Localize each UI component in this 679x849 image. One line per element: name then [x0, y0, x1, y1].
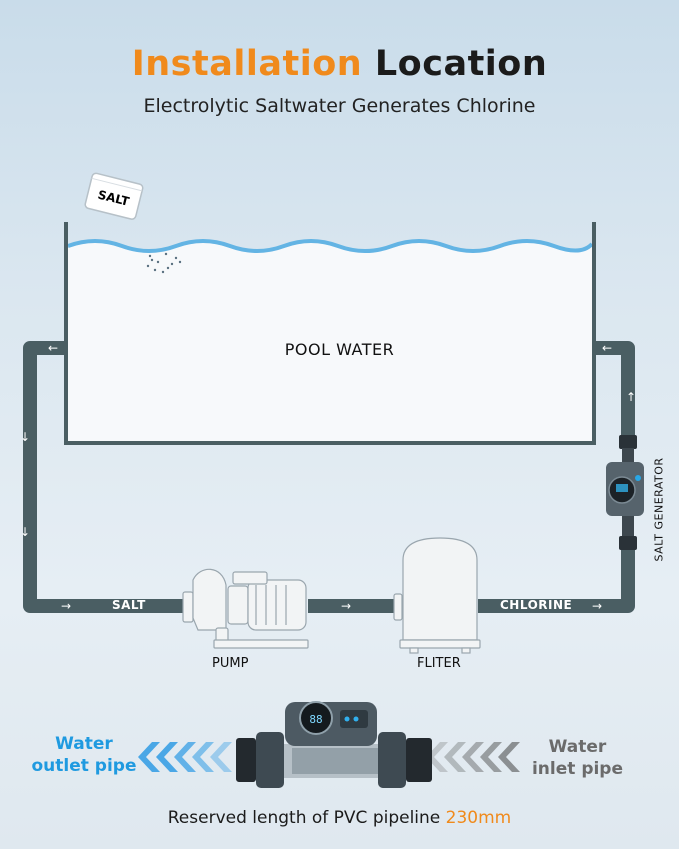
arrow-right-icon: →	[592, 599, 602, 613]
pipeline-length-text: Reserved length of PVC pipeline	[167, 808, 441, 828]
device-display: 88	[309, 713, 322, 726]
pipeline-length-note: Reserved length of PVC pipeline 230mm	[0, 808, 679, 828]
arrow-right-icon: →	[341, 599, 351, 613]
arrow-right-icon: →	[61, 599, 71, 613]
inlet-line-1: Water	[548, 737, 607, 757]
arrow-up-icon: ↑	[626, 390, 636, 404]
arrow-left-icon: ←	[602, 341, 612, 355]
pump-icon	[182, 568, 309, 649]
pipe-loop	[23, 341, 635, 613]
arrow-left-icon: ←	[48, 341, 58, 355]
filter-icon	[393, 537, 481, 654]
chlorine-pipe-label: CHLORINE	[500, 598, 573, 612]
pool-water	[68, 243, 592, 441]
inlet-line-2: inlet pipe	[531, 759, 624, 779]
inlet-chevrons	[426, 742, 520, 772]
pool-water-label: POOL WATER	[284, 340, 395, 359]
arrow-down-icon: ↓	[20, 525, 30, 539]
salt-generator-label: SALT GENERATOR	[652, 457, 666, 562]
filter-label: FLITER	[417, 656, 461, 671]
outlet-line-2: outlet pipe	[31, 756, 137, 776]
pump-label: PUMP	[212, 656, 249, 671]
salt-generator-device: 88	[236, 701, 432, 788]
page-subtitle: Electrolytic Saltwater Generates Chlorin…	[143, 95, 536, 117]
water-surface-wave	[67, 239, 594, 253]
water-inlet-label: Water inlet pipe	[520, 736, 635, 780]
salt-bag-icon: SALT	[84, 172, 144, 220]
outlet-line-1: Water	[55, 734, 113, 754]
outlet-chevrons	[138, 742, 232, 772]
title-accent: Installation	[131, 44, 363, 84]
water-outlet-label: Water outlet pipe	[24, 733, 144, 777]
salt-generator-icon	[606, 435, 644, 550]
flow-arrows: ← ↓ ↓ → → → ↑ ←	[20, 341, 636, 613]
title-rest: Location	[374, 44, 548, 84]
salt-particles	[146, 252, 182, 274]
pipeline-length-value: 230mm	[445, 808, 512, 828]
arrow-down-icon: ↓	[20, 430, 30, 444]
pool-tank	[64, 222, 596, 445]
page-title: Installation Location	[0, 44, 679, 84]
salt-pipe-label: SALT	[112, 598, 146, 612]
